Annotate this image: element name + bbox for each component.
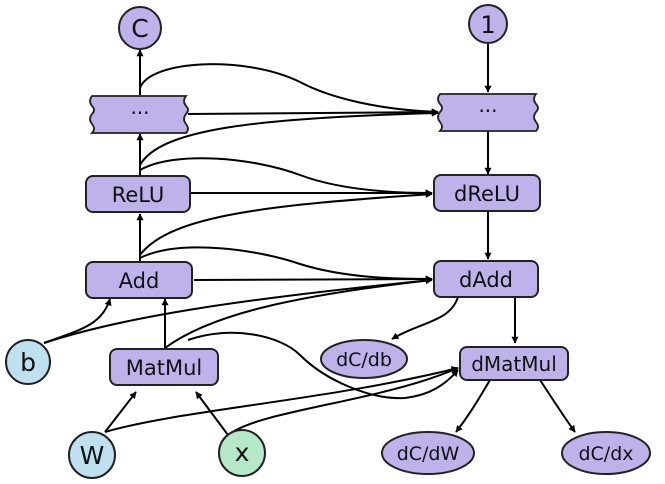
node-c: C: [118, 6, 162, 50]
node-drelu: dReLU: [433, 174, 541, 212]
edge-b-to-add: [43, 298, 112, 344]
node-one-label: 1: [480, 11, 495, 39]
node-dcdb: dC/db: [320, 339, 408, 379]
node-x-label: x: [235, 438, 250, 467]
edge-x-to-dmatmul: [227, 367, 459, 436]
node-relu: ReLU: [85, 175, 191, 213]
node-add-label: Add: [119, 269, 160, 293]
node-dcdw-label: dC/dW: [397, 443, 460, 465]
node-one: 1: [468, 4, 508, 44]
node-matmul: MatMul: [109, 348, 219, 386]
node-w-label: W: [80, 441, 105, 470]
ellipsis-backward-label: ···: [478, 99, 497, 123]
node-b-label: b: [20, 348, 36, 377]
node-w: W: [68, 431, 116, 479]
node-dmatmul: dMatMul: [459, 346, 569, 381]
node-b: b: [5, 339, 51, 385]
edge-ellipsis-to-ellipsis-bwd: [187, 108, 439, 116]
node-dadd-label: dAdd: [459, 268, 513, 292]
edge-c-to-ellipsis-bwd: [139, 63, 439, 116]
node-x: x: [218, 429, 266, 477]
edge-dmatmul-to-dcdw: [455, 379, 491, 433]
node-dmatmul-label: dMatMul: [471, 352, 557, 376]
node-dcdw: dC/dW: [381, 431, 475, 475]
ellipsis-forward-label: ···: [130, 101, 149, 125]
node-c-label: C: [131, 14, 148, 43]
edge-add-to-drelu: [139, 190, 433, 256]
edge-dmatmul-to-dcdx: [539, 379, 576, 433]
node-add: Add: [85, 261, 193, 299]
node-dadd: dAdd: [433, 260, 539, 298]
edge-relu-to-ellipsis-bwd: [139, 109, 439, 166]
node-matmul-label: MatMul: [126, 356, 202, 380]
edges: [43, 44, 576, 436]
node-dcdx: dC/dx: [561, 431, 651, 475]
edge-relu-rise-to-drelu: [139, 157, 433, 197]
node-drelu-label: dReLU: [454, 182, 520, 206]
edge-add-rise-to-dadd: [139, 246, 433, 283]
node-dcdx-label: dC/dx: [578, 443, 633, 465]
edge-b-to-dadd: [43, 277, 433, 344]
edge-matmul-to-dadd: [164, 277, 433, 349]
edge-x-to-matmul: [195, 391, 229, 436]
node-ellipsis-forward: ···: [89, 95, 189, 134]
node-relu-label: ReLU: [112, 183, 165, 207]
node-dcdb-label: dC/db: [336, 349, 392, 371]
edge-dadd-to-dcdb: [391, 296, 459, 340]
edge-w-to-dmatmul: [104, 366, 459, 433]
edge-w-to-matmul: [104, 391, 137, 433]
edge-matmul-to-dmatmul: [187, 331, 459, 400]
node-ellipsis-backward: ···: [437, 93, 539, 132]
